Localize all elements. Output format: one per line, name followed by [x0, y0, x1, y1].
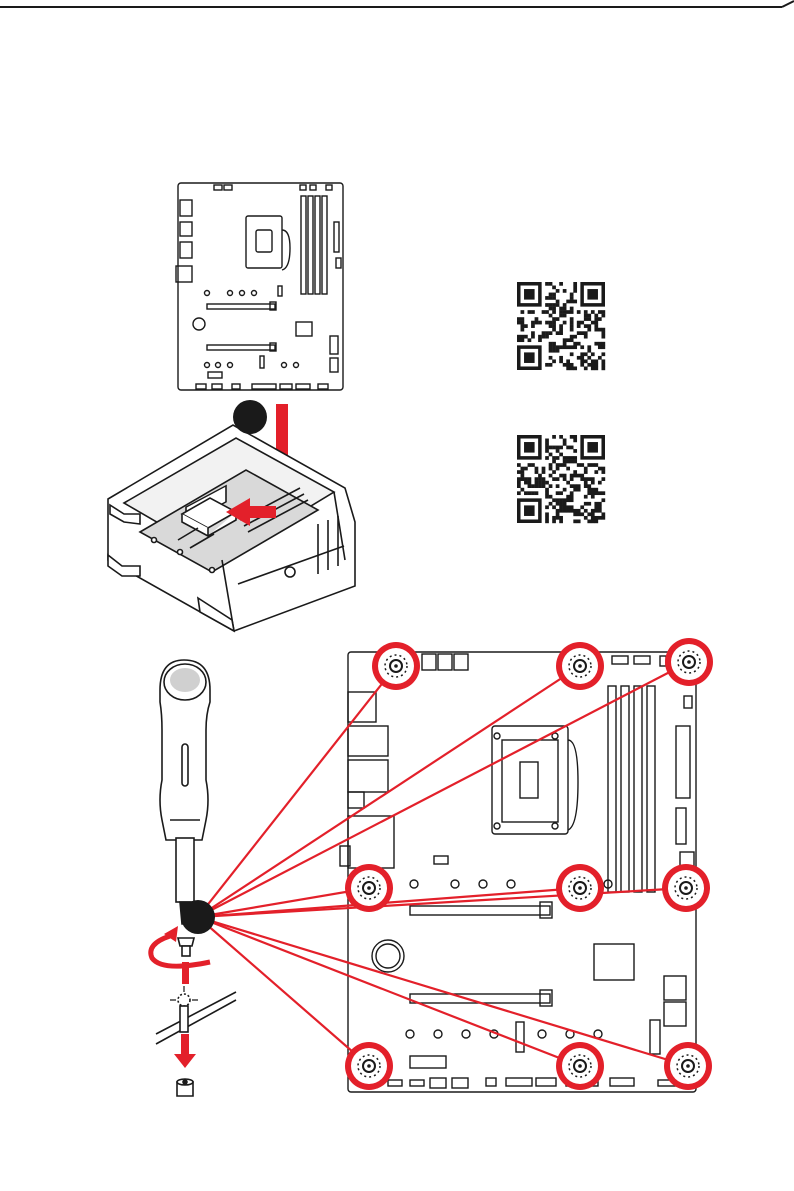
- screw-hole-6: [662, 864, 710, 912]
- screwdriver-illustration: [151, 660, 236, 1096]
- screw-hole-8: [556, 1042, 604, 1090]
- screw-hole-1: [372, 642, 420, 690]
- screw-hole-7: [345, 1042, 393, 1090]
- screw-hole-2: [556, 642, 604, 690]
- screw-hole-5: [556, 864, 604, 912]
- pc-case-illustration: [108, 425, 355, 631]
- step-2-marker: [181, 900, 215, 934]
- leader-line: [198, 917, 369, 1066]
- screw-hole-3: [665, 638, 713, 686]
- step-1-marker: [233, 400, 267, 434]
- qr-code-1: [517, 282, 605, 370]
- qr-code-2: [517, 435, 605, 523]
- motherboard-small-illustration: [176, 183, 343, 390]
- motherboard-large-illustration: [340, 652, 696, 1092]
- screw-hole-9: [664, 1042, 712, 1090]
- screw-hole-4: [345, 864, 393, 912]
